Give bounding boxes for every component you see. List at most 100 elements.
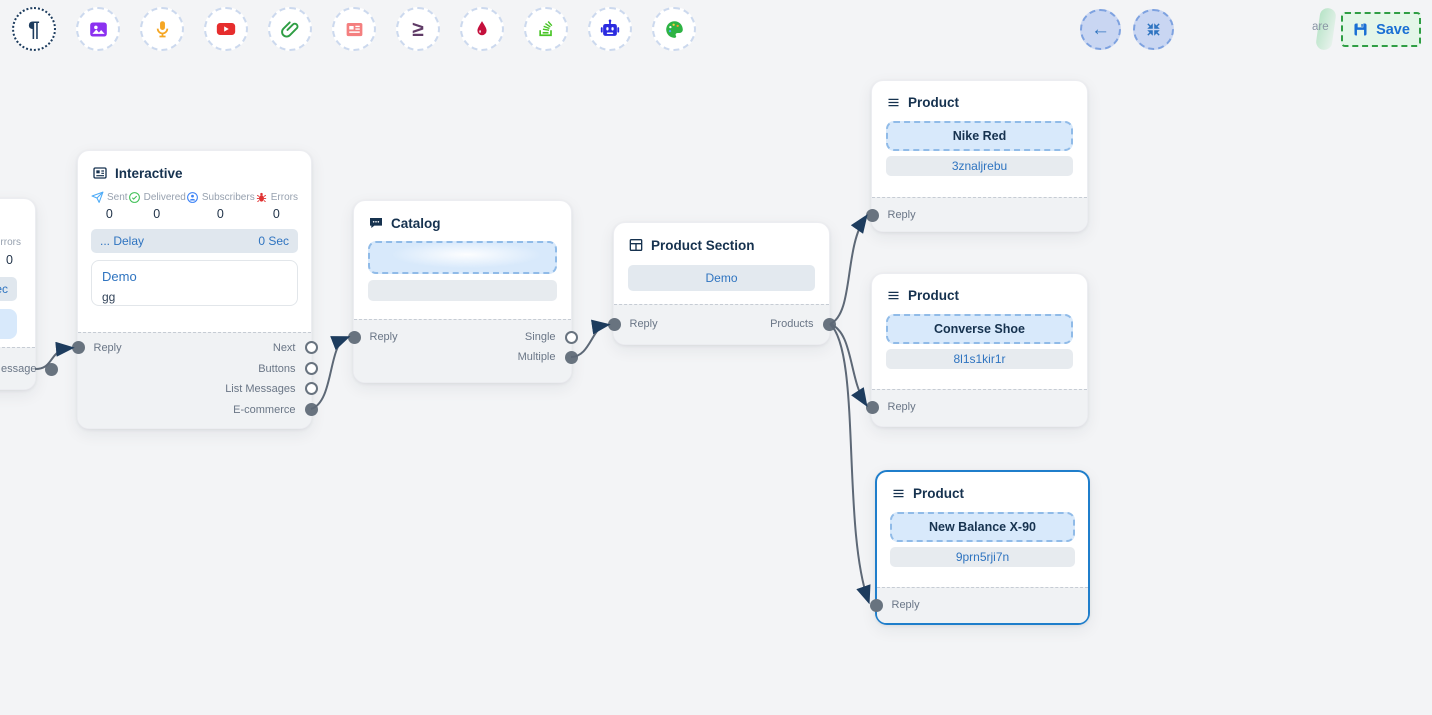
attachment-icon xyxy=(280,20,298,37)
message-output-handle[interactable] xyxy=(45,362,59,376)
section-field[interactable]: Demo xyxy=(628,265,815,291)
reply-input-handle[interactable] xyxy=(865,400,879,414)
message-field[interactable]: Demo gg xyxy=(91,260,298,306)
node-product-section[interactable]: Product Section Demo Reply Products xyxy=(607,222,836,345)
node-footer: Reply xyxy=(865,389,1087,426)
product-name-box[interactable]: Converse Shoe xyxy=(886,314,1073,344)
stat-value: 0 xyxy=(216,207,224,221)
toolbar-video-button[interactable] xyxy=(204,7,248,51)
product-name: Nike Red xyxy=(952,129,1007,143)
reply-input-handle[interactable] xyxy=(865,208,879,222)
fit-view-button[interactable] xyxy=(1133,9,1174,50)
stat-label: Errors xyxy=(270,192,298,203)
reply-input-handle[interactable] xyxy=(607,317,621,331)
edge-products-to-product-3[interactable] xyxy=(829,323,871,605)
toolbar-audio-button[interactable] xyxy=(140,7,184,51)
node-footer: essage xyxy=(0,347,59,389)
reply-input-handle[interactable] xyxy=(71,341,85,354)
toolbar-attachment-button[interactable] xyxy=(268,7,312,51)
node-product-1[interactable]: Product Nike Red 3znaljrebu Reply xyxy=(865,80,1088,232)
reply-input-handle[interactable] xyxy=(869,598,883,612)
field-title: Demo xyxy=(102,269,137,284)
port-label: Reply xyxy=(629,318,658,330)
video-icon xyxy=(216,23,236,35)
product-id: 8l1s1kir1r xyxy=(953,352,1006,366)
toolbar-text-button[interactable]: ¶ xyxy=(12,7,56,51)
stat-subscribers: Subscribers 0 xyxy=(186,191,255,221)
port-list-messages: List Messages xyxy=(225,382,318,396)
product-id-box[interactable]: 3znaljrebu xyxy=(886,156,1073,176)
buttons-output-handle[interactable] xyxy=(304,362,318,375)
node-interactive[interactable]: Interactive Sent 0 Delivered 0 Subscribe… xyxy=(71,150,318,429)
product-id-box[interactable]: 8l1s1kir1r xyxy=(886,349,1073,369)
port-label: Multiple xyxy=(517,351,556,363)
node-footer: Reply xyxy=(865,197,1087,231)
product-name-box[interactable]: New Balance X-90 xyxy=(890,512,1075,542)
port-products: Products xyxy=(770,317,836,331)
delay-label: ... Delay xyxy=(100,234,145,248)
node-header: Interactive xyxy=(78,151,311,181)
ecommerce-output-handle[interactable] xyxy=(304,403,318,416)
port-label: Reply xyxy=(369,331,398,343)
node-footer: Reply Next Buttons List Messages E-comme… xyxy=(71,332,318,428)
send-icon xyxy=(91,191,104,203)
back-button[interactable]: ← xyxy=(1080,9,1121,50)
list-messages-output-handle[interactable] xyxy=(304,382,318,395)
delay-row[interactable]: ... Delay 0 Sec xyxy=(91,229,298,253)
toolbar-bot-button[interactable] xyxy=(588,7,632,51)
node-header: Catalog xyxy=(354,201,571,231)
catalog-empty-box[interactable] xyxy=(368,280,557,301)
toolbar-drip-button[interactable] xyxy=(460,7,504,51)
product-id: 9prn5rji7n xyxy=(955,550,1010,564)
save-button[interactable]: Save xyxy=(1341,12,1421,47)
interactive-icon xyxy=(93,167,107,179)
toolbar-image-button[interactable] xyxy=(76,7,120,51)
stat-value: 0 xyxy=(105,207,113,221)
toolbar-stack-button[interactable] xyxy=(524,7,568,51)
node-footer: Reply xyxy=(869,587,1088,623)
node-catalog[interactable]: Catalog Reply Single Multiple xyxy=(347,200,578,383)
section-field-value: Demo xyxy=(705,271,738,285)
next-output-handle[interactable] xyxy=(304,341,318,354)
port-multiple: Multiple xyxy=(518,350,578,364)
node-product-3[interactable]: Product New Balance X-90 9prn5rji7n Repl… xyxy=(869,470,1090,625)
node-footer: Reply Products xyxy=(607,304,836,344)
multiple-output-handle[interactable] xyxy=(564,350,578,364)
node-offscreen-message[interactable]: Errors 0 Sec essage xyxy=(0,198,59,390)
stat-label: Errors xyxy=(0,237,21,248)
bars-icon xyxy=(888,291,899,300)
stats-row: Sent 0 Delivered 0 Subscribers 0 Errors … xyxy=(78,181,311,221)
microphone-icon xyxy=(156,20,168,37)
node-title: Product xyxy=(908,95,960,110)
edge-products-to-product-2[interactable] xyxy=(829,323,868,407)
delay-row[interactable]: Sec xyxy=(0,277,17,301)
port-label: Next xyxy=(272,341,296,354)
port-reply: Reply xyxy=(869,598,920,612)
node-title: Product Section xyxy=(651,237,755,253)
port-ecommerce: E-commerce xyxy=(233,403,318,417)
newspaper-icon xyxy=(346,22,362,36)
port-next: Next xyxy=(273,341,318,355)
node-footer: Reply Single Multiple xyxy=(347,319,578,382)
toolbar-theme-button[interactable] xyxy=(652,7,696,51)
port-reply: Reply xyxy=(607,317,658,331)
toolbar-news-button[interactable] xyxy=(332,7,376,51)
catalog-icon xyxy=(370,218,382,228)
product-name: Converse Shoe xyxy=(933,322,1025,336)
single-output-handle[interactable] xyxy=(564,330,578,344)
robot-icon xyxy=(600,19,620,36)
stat-sent: Sent 0 xyxy=(91,191,128,221)
delivered-icon xyxy=(128,192,140,203)
text-icon: ¶ xyxy=(28,17,40,41)
palette-icon xyxy=(665,20,683,38)
catalog-field-box[interactable] xyxy=(368,241,557,274)
product-id-box[interactable]: 9prn5rji7n xyxy=(890,547,1075,567)
field-box[interactable] xyxy=(0,309,17,339)
node-title: Interactive xyxy=(115,165,183,181)
edge-products-to-product-1[interactable] xyxy=(829,214,868,325)
reply-input-handle[interactable] xyxy=(347,330,361,344)
node-product-2[interactable]: Product Converse Shoe 8l1s1kir1r Reply xyxy=(865,273,1088,427)
products-output-handle[interactable] xyxy=(822,317,836,331)
toolbar-sequence-button[interactable]: ≥ xyxy=(396,7,440,51)
product-name-box[interactable]: Nike Red xyxy=(886,121,1073,151)
